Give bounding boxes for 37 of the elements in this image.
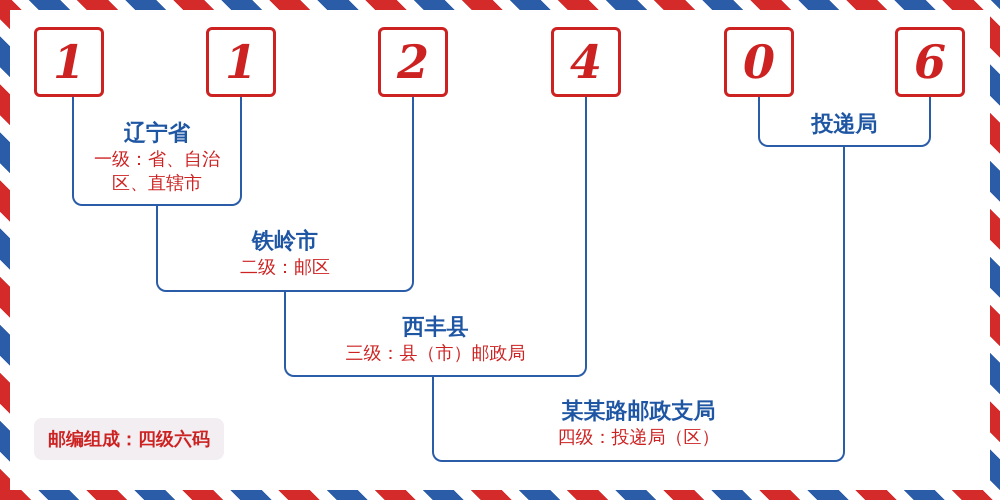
digit-box xyxy=(378,27,448,97)
connector-line xyxy=(156,206,158,218)
bracket-box xyxy=(72,112,242,206)
bracket-box xyxy=(156,218,414,292)
connector-line xyxy=(432,377,434,388)
digit-box xyxy=(206,27,276,97)
place-name: 辽宁省 xyxy=(124,120,190,148)
place-name: 西丰县 xyxy=(402,314,468,342)
connector-line xyxy=(585,97,587,304)
level-description: 三级：县（市）邮政局 xyxy=(346,342,526,366)
level-description: 四级：投递局（区） xyxy=(558,426,720,450)
note-label: 邮编组成：四级六码 xyxy=(34,418,224,460)
connector-line xyxy=(929,97,931,104)
level-description: 一级：省、自治区、直辖市 xyxy=(93,148,221,196)
digit-box xyxy=(895,27,965,97)
bracket-box xyxy=(284,304,587,377)
bracket-box xyxy=(758,104,931,147)
digit: 1 xyxy=(52,35,85,89)
digit: 0 xyxy=(742,35,775,89)
level-description: 二级：邮区 xyxy=(240,256,330,280)
digit: 1 xyxy=(224,35,257,89)
digit-box xyxy=(724,27,794,97)
digit-box xyxy=(34,27,104,97)
connector-line xyxy=(412,97,414,218)
place-name: 投递局 xyxy=(812,110,878,138)
connector-line xyxy=(72,97,74,112)
connector-line xyxy=(240,97,242,112)
place-name: 某某路邮政支局 xyxy=(562,398,716,426)
place-name: 铁岭市 xyxy=(252,228,318,256)
connector-line xyxy=(758,97,760,104)
bracket-box xyxy=(432,388,845,462)
digit: 6 xyxy=(914,35,946,89)
connector-line xyxy=(843,147,845,388)
digit: 4 xyxy=(570,35,602,89)
connector-line xyxy=(284,292,286,304)
digit-box xyxy=(551,27,621,97)
digit: 2 xyxy=(396,35,429,89)
